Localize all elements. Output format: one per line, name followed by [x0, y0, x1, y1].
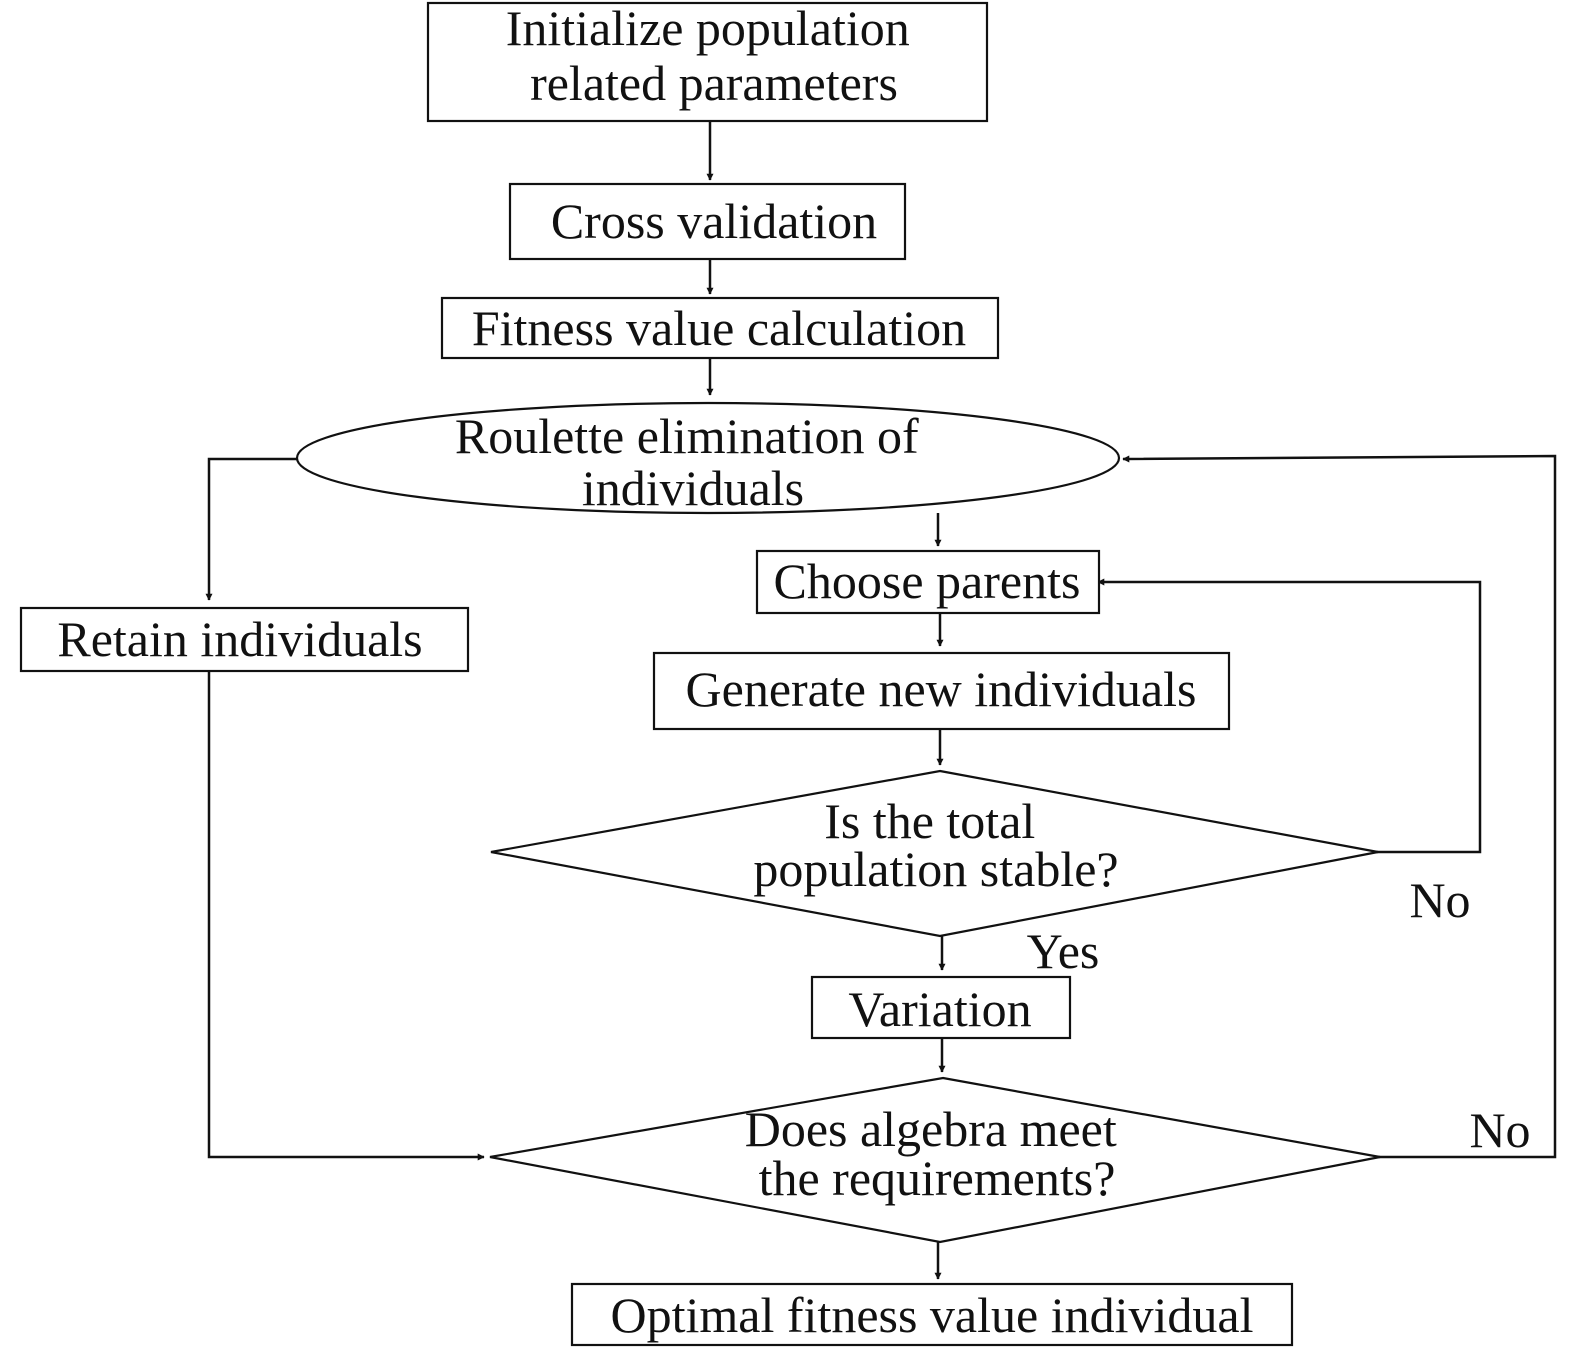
node-roulette-line-2: individuals — [582, 460, 804, 516]
edge-roulette-to-retain — [205, 457, 297, 601]
node-algebra-line-2: the requirements? — [759, 1150, 1116, 1206]
node-optimal-label: Optimal fitness value individual — [611, 1287, 1254, 1343]
process-box-generate: Generate new individuals — [652, 651, 1231, 731]
svg-text:Retain individuals: Retain individuals — [57, 611, 422, 667]
process-box-fitness: Fitness value calculation — [440, 296, 1000, 360]
connectors — [205, 121, 1557, 1280]
svg-text:Optimal fitness value individu: Optimal fitness value individual — [611, 1287, 1254, 1343]
process-box-cross-validation: Cross validation — [508, 182, 907, 261]
label-algebra-no: No — [1469, 1102, 1530, 1158]
process-box-init: Initialize population related parameters — [426, 0, 989, 123]
label-stable-no: No — [1409, 872, 1470, 928]
node-parents-label: Choose parents — [774, 553, 1081, 609]
node-stable-line-2: population stable? — [753, 841, 1118, 897]
process-box-variation: Variation — [810, 975, 1072, 1040]
process-box-choose-parents: Choose parents — [755, 549, 1101, 615]
svg-text:Roulette elimination of: Roulette elimination of individuals — [455, 408, 931, 516]
edge-stable-no-to-parents — [1097, 578, 1482, 854]
svg-text:Initialize population re: Initialize population related parameters — [506, 0, 923, 111]
node-algebra-line-1: Does algebra meet — [745, 1101, 1117, 1157]
label-stable-yes: Yes — [1027, 923, 1100, 979]
svg-text:Choose parents: Choose parents — [774, 553, 1081, 609]
edge-retain-to-algebra — [207, 672, 485, 1161]
node-roulette-line-1: Roulette elimination of — [455, 408, 919, 464]
edge-labels: No Yes No — [1027, 872, 1531, 1158]
node-generate-label: Generate new individuals — [686, 661, 1197, 717]
svg-text:Is the total population: Is the total population stable? — [753, 793, 1118, 897]
node-stable-line-1: Is the total — [824, 793, 1035, 849]
svg-text:Cross validation: Cross validation — [551, 193, 877, 249]
process-box-retain: Retain individuals — [19, 606, 470, 673]
svg-text:Variation: Variation — [848, 981, 1031, 1037]
node-fitness-label: Fitness value calculation — [472, 300, 966, 356]
node-retain-label: Retain individuals — [57, 611, 422, 667]
decision-diamond-algebra: Does algebra meet the requirements? — [489, 1076, 1381, 1244]
svg-text:Generate new individuals: Generate new individuals — [686, 661, 1197, 717]
edge-algebra-no-to-roulette — [1122, 454, 1557, 1159]
process-box-optimal: Optimal fitness value individual — [570, 1282, 1294, 1347]
svg-text:Does algebra meet the re: Does algebra meet the requirements? — [745, 1101, 1130, 1206]
node-variation-label: Variation — [848, 981, 1031, 1037]
node-cross-label: Cross validation — [551, 193, 877, 249]
svg-text:Fitness value calculation: Fitness value calculation — [472, 300, 966, 356]
node-init-line-1: Initialize population — [506, 0, 910, 56]
ellipse-roulette: Roulette elimination of individuals — [295, 401, 1121, 516]
decision-diamond-stable: Is the total population stable? — [490, 769, 1379, 938]
node-init-line-2: related parameters — [530, 55, 898, 111]
